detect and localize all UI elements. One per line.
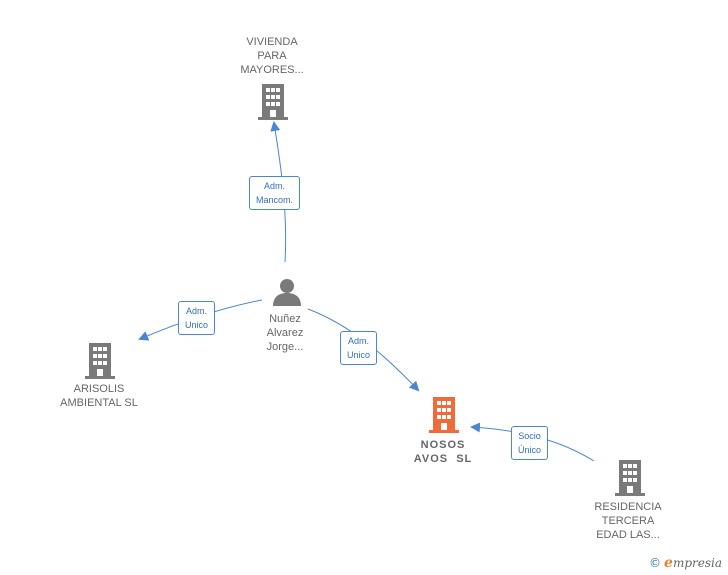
node-label-nosos: NOSOS AVOS SL <box>414 438 473 466</box>
building-icon-main[interactable] <box>429 397 459 433</box>
edge-label-socio-unico[interactable]: Socio Único <box>511 426 549 460</box>
edge-label-line: Mancom. <box>256 195 294 205</box>
edge-label-line: Socio <box>518 431 541 441</box>
edge-label-line: Adm. <box>348 336 370 346</box>
building-icon[interactable] <box>85 343 115 379</box>
node-label-line: Jorge... <box>266 341 304 353</box>
edge-label-adm-mancom[interactable]: Adm. Mancom. <box>249 176 301 210</box>
node-label-line: VIVIENDA <box>246 36 298 48</box>
node-label-line: ARISOLIS <box>73 383 125 395</box>
node-label-line: TERCERA <box>601 515 655 527</box>
edge-label-adm-unico-arisolis[interactable]: Adm. Unico <box>178 301 216 335</box>
node-label-line: MAYORES... <box>240 64 304 76</box>
node-label-line: AMBIENTAL SL <box>60 397 138 409</box>
node-label-line: Nuñez <box>269 313 301 325</box>
node-label-line: PARA <box>257 50 287 62</box>
edge-label-line: Único <box>518 445 542 455</box>
edge-label-line: Unico <box>185 320 209 330</box>
edge-label-line: Adm. <box>264 181 286 191</box>
edge-label-adm-unico-nosos[interactable]: Adm. Unico <box>340 331 378 365</box>
node-label-line: EDAD LAS... <box>596 529 660 541</box>
node-label-line: AVOS SL <box>413 453 473 465</box>
brand-initial: e <box>664 555 673 571</box>
copyright-icon: © <box>649 556 662 570</box>
edge-label-line: Adm. <box>186 306 208 316</box>
edge-label-line: Unico <box>347 350 371 360</box>
building-icon[interactable] <box>258 84 288 120</box>
node-label-line: NOSOS <box>420 439 466 451</box>
node-label-residencia: RESIDENCIA TERCERA EDAD LAS... <box>594 500 661 542</box>
node-label-person: Nuñez Alvarez Jorge... <box>267 312 304 354</box>
brand-logo: ©empresia <box>649 555 722 571</box>
node-label-vivienda: VIVIENDA PARA MAYORES... <box>240 35 303 77</box>
node-label-line: RESIDENCIA <box>594 501 662 513</box>
node-label-arisolis: ARISOLIS AMBIENTAL SL <box>60 382 138 410</box>
person-icon[interactable] <box>272 278 302 306</box>
brand-name: mpresia <box>672 556 722 570</box>
building-icon[interactable] <box>615 460 645 496</box>
node-label-line: Alvarez <box>266 327 304 339</box>
